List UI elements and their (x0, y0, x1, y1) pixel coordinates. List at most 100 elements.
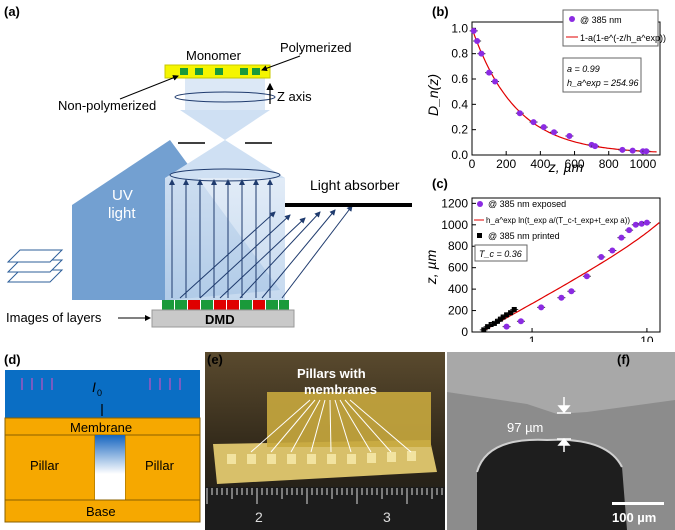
data-point (551, 129, 558, 136)
legend-marker-points (569, 16, 575, 22)
x-tick-label: 400 (530, 157, 550, 171)
data-point (598, 253, 605, 260)
data-point (488, 321, 494, 327)
data-point (486, 69, 493, 76)
panel-e-photo: (e) Pillars with membranes 2 3 (205, 352, 445, 530)
data-point (481, 327, 487, 333)
y-tick-label: 1.0 (451, 21, 468, 35)
base-label: Base (86, 504, 116, 519)
data-point (632, 221, 639, 228)
data-point (494, 318, 500, 324)
data-point (503, 323, 510, 330)
panel-b-label: (b) (432, 4, 449, 19)
data-point (629, 147, 636, 154)
pillar-right-label: Pillar (145, 458, 175, 473)
data-point (568, 288, 575, 295)
projection-cone-upper (180, 110, 270, 140)
y-tick-label: 0 (461, 325, 468, 339)
legend-entry-fit: h_a^exp ln(t_exp a/(T_c-t_exp+t_exp a)) (486, 216, 630, 225)
absorbed-rays (179, 205, 353, 299)
sem-cavity-rim (476, 438, 623, 473)
param-box (474, 244, 528, 262)
membrane-label: Membrane (70, 420, 132, 435)
intensity-subscript: 0 (97, 388, 102, 398)
projection-rays (169, 179, 273, 298)
panel-c-label: (c) (432, 176, 448, 191)
light-arrows (21, 378, 181, 390)
polymerized-pixels (180, 68, 260, 75)
data-point (558, 294, 565, 301)
param-a: a = 0.99 (567, 64, 600, 74)
legend-entry-exposed: @ 385 nm exposed (488, 199, 566, 209)
data-point (508, 310, 514, 316)
panel-a-diagram: (a) UV light Monomer Polymerized Non-pol… (4, 4, 412, 328)
projection-beam-lower (165, 178, 285, 300)
legend-entry-printed: @ 385 nm printed (488, 231, 560, 241)
x-tick-label: 1000 (630, 157, 657, 171)
x-tick-label: 200 (496, 157, 516, 171)
pillar-pointers (250, 399, 412, 453)
data-point (530, 119, 537, 126)
polymerized-label: Polymerized (280, 40, 352, 55)
ruler-number-3: 3 (383, 509, 391, 525)
data-point (592, 143, 599, 150)
dmd-label: DMD (205, 312, 235, 327)
data-point (566, 133, 573, 139)
dmd-mirrors (162, 300, 289, 310)
legend-box (562, 9, 659, 47)
pillar-left (4, 434, 96, 501)
data-point (540, 124, 547, 131)
x-tick-label: 10 (640, 334, 654, 342)
projection-cone-lower (165, 140, 285, 178)
pillar-row (227, 451, 416, 464)
data-point (538, 304, 545, 311)
x-tick-label: 0 (469, 157, 476, 171)
non-polymerized-pointer (119, 75, 179, 100)
ruler-ticks (206, 488, 443, 504)
pillar-left-label: Pillar (30, 458, 60, 473)
pillar-right (124, 434, 201, 501)
legend-entry-fit: 1-a(1-e^(-z/h_a^exp)) (580, 33, 666, 43)
monomer-label: Monomer (186, 48, 242, 63)
light-absorber-label: Light absorber (310, 177, 400, 193)
data-point (516, 110, 523, 117)
panel-d-label: (d) (4, 352, 21, 367)
data-point (500, 314, 506, 320)
legend-entry-points: @ 385 nm (580, 15, 622, 25)
projection-beam-upper (185, 78, 265, 110)
scale-bar (612, 502, 664, 505)
plot-frame (471, 197, 661, 333)
y-tick-label: 1000 (441, 218, 468, 232)
y-tick-label: 1200 (441, 196, 468, 210)
printed-part (213, 440, 437, 484)
thickness-markers (557, 397, 571, 452)
data-point (511, 306, 517, 312)
y-axis-label: z, µm (423, 249, 439, 285)
data-point (638, 220, 645, 227)
data-point (504, 312, 510, 318)
sem-membrane-surface (447, 352, 675, 414)
scale-bar-label: 100 µm (612, 510, 656, 525)
param-box (562, 57, 642, 93)
layer-stack-icon (6, 249, 64, 283)
legend-marker-exposed (477, 201, 483, 207)
x-tick-label: 600 (565, 157, 585, 171)
data-point (619, 146, 626, 153)
data-point (497, 316, 503, 322)
uv-light-label-1: UV (112, 187, 133, 204)
dmd-chip (151, 309, 295, 328)
data-point (478, 50, 485, 57)
thickness-label: 97 µm (507, 420, 543, 435)
ruler (205, 487, 445, 530)
x-tick-label: 1 (529, 334, 536, 342)
y-tick-label: 800 (448, 239, 468, 253)
data-point (491, 320, 497, 326)
data-point (618, 234, 625, 241)
pillars-caption-2: membranes (304, 382, 377, 397)
data-point (474, 38, 481, 44)
data-point (470, 27, 477, 34)
sem-cavity (477, 439, 627, 530)
panel-a-label: (a) (4, 4, 20, 19)
well (95, 435, 125, 500)
